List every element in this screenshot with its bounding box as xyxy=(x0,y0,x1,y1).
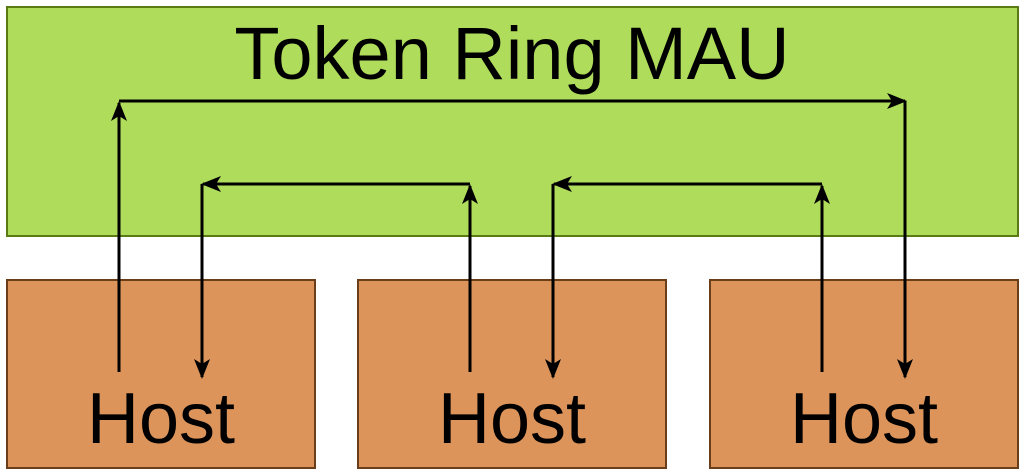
host-box-3: Host xyxy=(709,279,1019,469)
host-rect xyxy=(709,279,1019,469)
mau-box: Token Ring MAU xyxy=(6,6,1019,237)
connection-host2-to-host1 xyxy=(194,176,478,379)
host-label: Host xyxy=(790,379,938,459)
connection-host3-to-host2 xyxy=(545,176,830,379)
connection-host1-to-host3 xyxy=(111,93,913,379)
host-rect xyxy=(6,279,316,469)
host-label: Host xyxy=(87,379,235,459)
host-box-2: Host xyxy=(357,279,667,469)
host-rect xyxy=(357,279,667,469)
mau-rect xyxy=(6,6,1019,237)
mau-title: Token Ring MAU xyxy=(234,12,789,95)
host-label: Host xyxy=(438,379,586,459)
host-box-1: Host xyxy=(6,279,316,469)
